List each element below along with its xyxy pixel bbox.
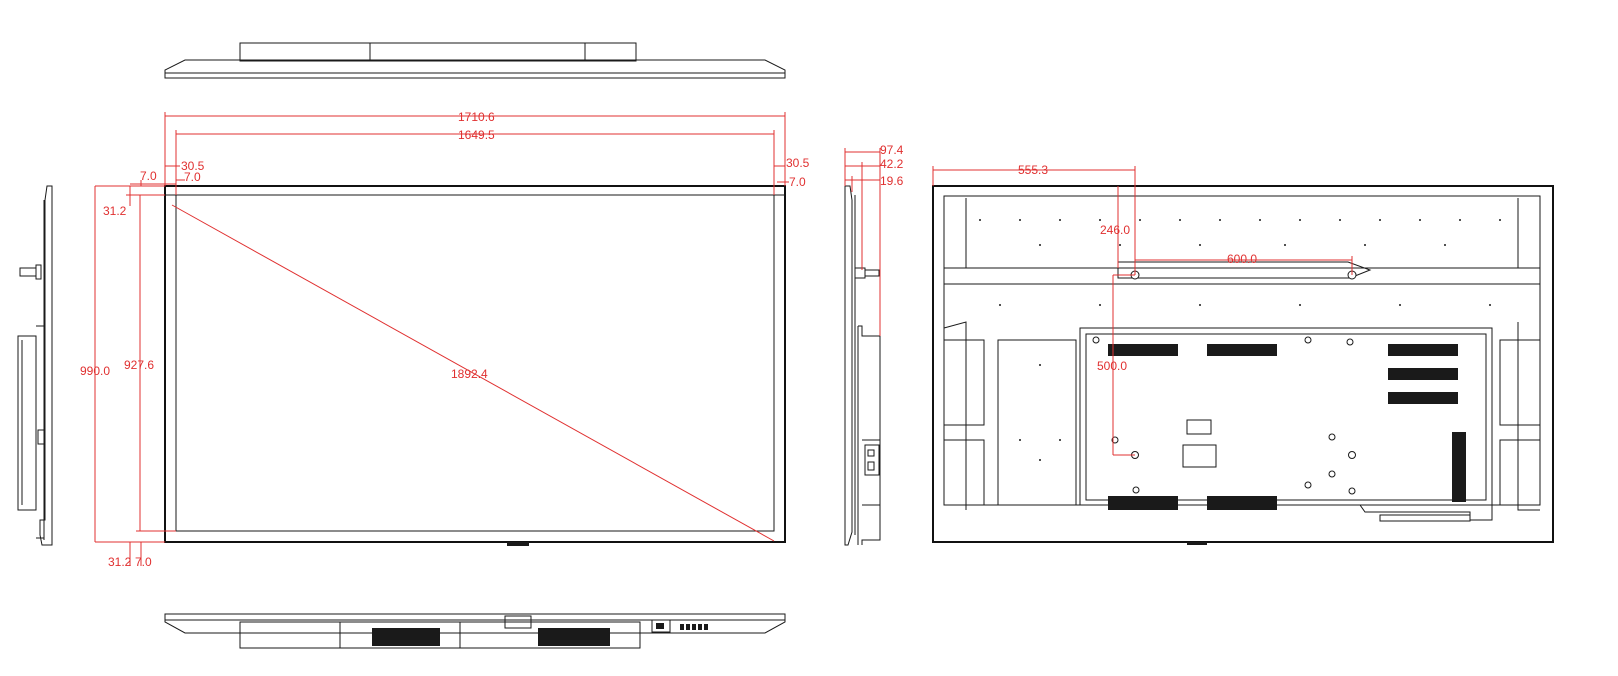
dim-bottom-bezel: 31.2: [108, 555, 132, 569]
dim-bezel-inner-left: 7.0: [140, 169, 157, 183]
dim-bezel-inner-right: 7.0: [789, 175, 806, 189]
dim-side-bezel-left: 30.5: [181, 159, 205, 173]
rear-screw-dots: [979, 219, 1501, 461]
rear-view: [932, 185, 1554, 545]
rear-dimensions: 555.3 246.0 600.0 500.0: [932, 163, 1353, 456]
front-dimensions: 1710.6 1649.5 30.5 7.0 7.0 30.5 7.0 31.2…: [80, 110, 810, 569]
dim-vesa-horizontal: 600.0: [1227, 252, 1257, 266]
bottom-view: [164, 613, 786, 649]
dim-vesa-vertical: 500.0: [1097, 359, 1127, 373]
bottom-ports: [680, 624, 708, 630]
dim-top-bezel: 31.2: [103, 204, 127, 218]
dim-screen-width: 1649.5: [458, 128, 495, 142]
dim-depth-mid: 42.2: [880, 157, 904, 171]
dim-side-bezel-right: 30.5: [786, 156, 810, 170]
dim-diagonal: 1892.4: [451, 367, 488, 381]
dim-rear-offset: 555.3: [1018, 163, 1048, 177]
left-side-view: [17, 185, 53, 546]
dim-bottom-inner: 7.0: [135, 555, 152, 569]
dim-screen-height: 927.6: [124, 358, 154, 372]
dim-depth-total: 97.4: [880, 143, 904, 157]
vent-grilles: [1108, 344, 1466, 510]
dim-depth-panel: 19.6: [880, 174, 904, 188]
dim-bezel-inner-left-b: 7.0: [184, 170, 201, 184]
top-view: [164, 42, 786, 79]
dim-vesa-top-offset: 246.0: [1100, 223, 1130, 237]
dim-overall-height: 990.0: [80, 364, 110, 378]
side-dimensions: 97.4 42.2 19.6: [844, 143, 904, 336]
front-view: [164, 185, 786, 546]
dim-overall-width: 1710.6: [458, 110, 495, 124]
